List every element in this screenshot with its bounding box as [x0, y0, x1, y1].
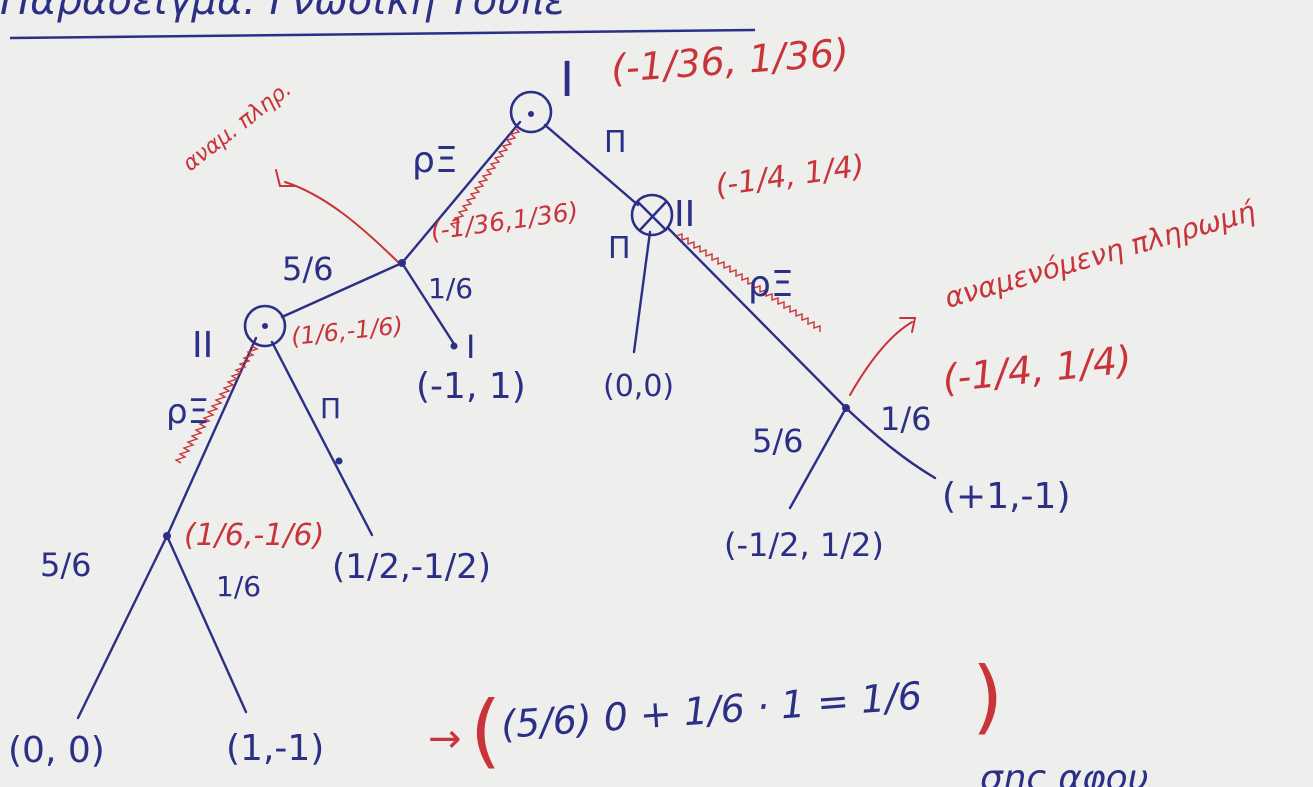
root-player-label: I	[560, 52, 574, 108]
annotation-arrow-top	[284, 181, 399, 263]
label-root-left: ρΞ	[412, 140, 458, 181]
terminal-pi-payoff: (1/2,-1/2)	[332, 547, 491, 587]
left-II-player-label: II	[192, 325, 213, 366]
left-II-node	[243, 304, 287, 348]
right-II-node	[630, 193, 674, 237]
root-node-dot	[528, 111, 534, 117]
terminal-chance-right-left: (-1/2, 1/2)	[724, 526, 884, 564]
edge-root-left	[400, 120, 522, 265]
terminal-dot-pi	[335, 457, 343, 465]
chance-right-value: (-1/4, 1/4)	[940, 337, 1133, 401]
terminal-chance-right-right: (+1,-1)	[942, 476, 1071, 517]
edge-deep-1-6	[165, 534, 248, 714]
terminal-deep-00: (0, 0)	[8, 730, 105, 771]
chance-node-right	[842, 404, 850, 412]
right-II-node-cross-b	[638, 200, 668, 232]
tree-edges	[76, 120, 937, 720]
equation-text: (5/6) 0 + 1/6 · 1 = 1/6	[500, 674, 924, 747]
annotation-arrow-right	[849, 321, 913, 396]
label-right-II-rho: ρΞ	[748, 264, 794, 305]
expected-payoff-note-right: αναμενόμενη πληρωμή	[941, 194, 1259, 314]
label-chance-right-1-6: 1/6	[880, 400, 932, 438]
page-title: Παράδειγμα: Γνωσική Τουπε	[0, 0, 566, 24]
label-root-right: Π	[604, 125, 627, 160]
label-right-II-pi: Π	[608, 231, 631, 266]
terminal-right-II-00: (0,0)	[603, 369, 674, 404]
label-deep-1-6: 1/6	[216, 570, 261, 603]
strategy-mark-left-II	[174, 345, 259, 464]
edge-chance-right-1-6	[844, 406, 937, 480]
annotation-arrowhead-top	[275, 169, 297, 187]
label-left-II-rho: ρΞ	[166, 392, 209, 432]
left-II-value: (1/6,-1/6)	[290, 311, 405, 351]
annotation-arrowhead-right	[899, 317, 917, 333]
equation-left-bracket: (	[470, 684, 501, 777]
edge-chance-left-1-6	[400, 261, 458, 349]
edge-right-II-pi	[632, 230, 652, 354]
strategy-mark-right-II	[675, 233, 821, 332]
chance-deep-value: (1/6,-1/6)	[184, 518, 324, 553]
root-value: (-1/36, 1/36)	[610, 30, 851, 91]
chance-node-deep	[163, 532, 171, 540]
right-II-player-label: II	[674, 194, 695, 235]
edge-deep-5-6	[76, 534, 169, 720]
edge-chance-right-5-6	[788, 406, 848, 510]
right-II-value: (-1/4, 1/4)	[713, 148, 866, 204]
root-node	[509, 90, 553, 134]
edge-root-right	[543, 123, 640, 207]
edge-chance-left-5-6	[280, 261, 404, 319]
terminal-deep-1m1: (1,-1)	[226, 728, 324, 769]
bottom-cut-text: σης αφου	[980, 758, 1149, 787]
edge-left-II-rho	[165, 336, 258, 538]
terminal-i-label: I	[466, 328, 475, 366]
label-chance-right-5-6: 5/6	[752, 422, 804, 460]
left-II-node-dot	[262, 323, 268, 329]
equation-arrow: →	[428, 716, 462, 762]
chance-node-left	[398, 259, 406, 267]
equation-right-bracket: )	[972, 650, 1003, 743]
edge-right-II-rho	[666, 226, 848, 410]
edge-left-II-pi	[270, 340, 374, 537]
label-deep-5-6: 5/6	[40, 546, 92, 584]
terminal-i-payoff: (-1, 1)	[416, 366, 526, 407]
strategy-mark-root-left	[449, 127, 521, 229]
expected-payoff-note-top: αναμ. πληρ.	[178, 77, 296, 177]
terminal-dot-i	[450, 342, 458, 350]
label-chance-left-5-6: 5/6	[282, 250, 334, 288]
label-chance-left-1-6: 1/6	[428, 272, 473, 305]
label-left-II-pi: Π	[320, 392, 341, 425]
title-underline	[9, 28, 756, 40]
